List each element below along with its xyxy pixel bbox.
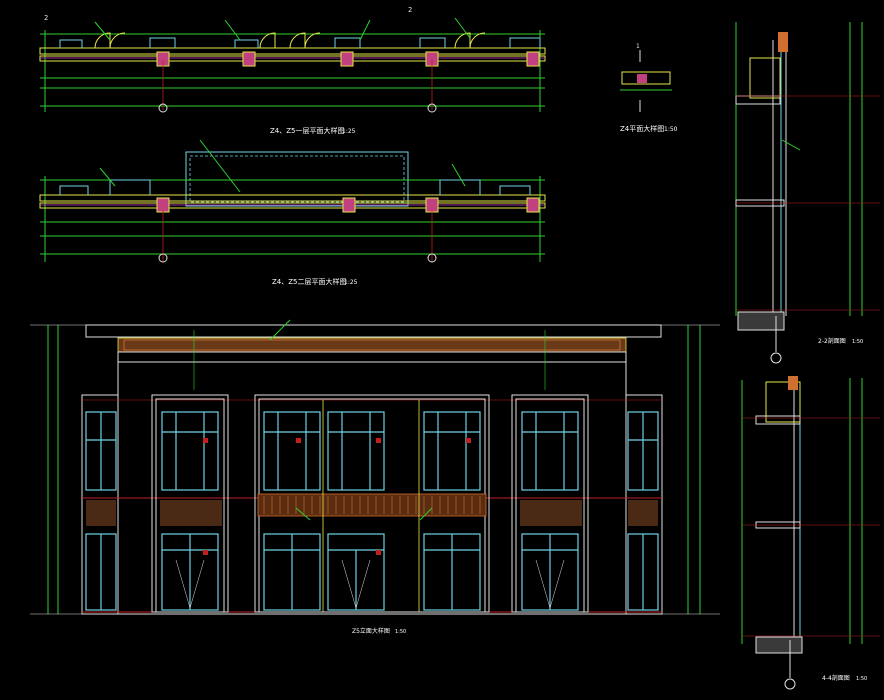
elevation-scale: 1:50 (395, 629, 406, 635)
small-detail-scale: 1:50 (664, 126, 678, 133)
section-2-scale: 1:50 (852, 339, 863, 345)
section-4-scale: 1:50 (856, 676, 867, 682)
section-4-title: 4-4剖面图 (822, 674, 850, 682)
elevation-title: Z5立面大样图 (352, 627, 390, 635)
plan-2-scale: 1:25 (344, 279, 358, 286)
small-detail-title: Z4平面大样图 (620, 124, 664, 133)
grid-bubble-label: 2 (44, 14, 48, 22)
grid-bubble-label: 1 (636, 43, 640, 50)
section-4-4: 4-4剖面图 1:50 (741, 376, 880, 690)
plan-1-scale: 1:25 (342, 128, 356, 135)
section-2-title: 2-2剖面图 (818, 337, 846, 345)
section-2-2: 2-2剖面图 1:50 (735, 22, 880, 364)
elevation-view: Z5立面大样图 1:50 (30, 319, 720, 635)
grid-bubble-label: 2 (408, 6, 412, 14)
plan-view-2: Z4、Z5二层平面大样图 1:25 (39, 139, 546, 286)
plan-2-title: Z4、Z5二层平面大样图 (272, 277, 347, 286)
small-plan-detail: 1 Z4平面大样图 1:50 (620, 43, 678, 133)
plan-1-title: Z4、Z5一层平面大样图 (270, 126, 345, 135)
plan-view-1: 2 2 Z4、Z5一层平面大样图 1:25 (39, 6, 546, 135)
